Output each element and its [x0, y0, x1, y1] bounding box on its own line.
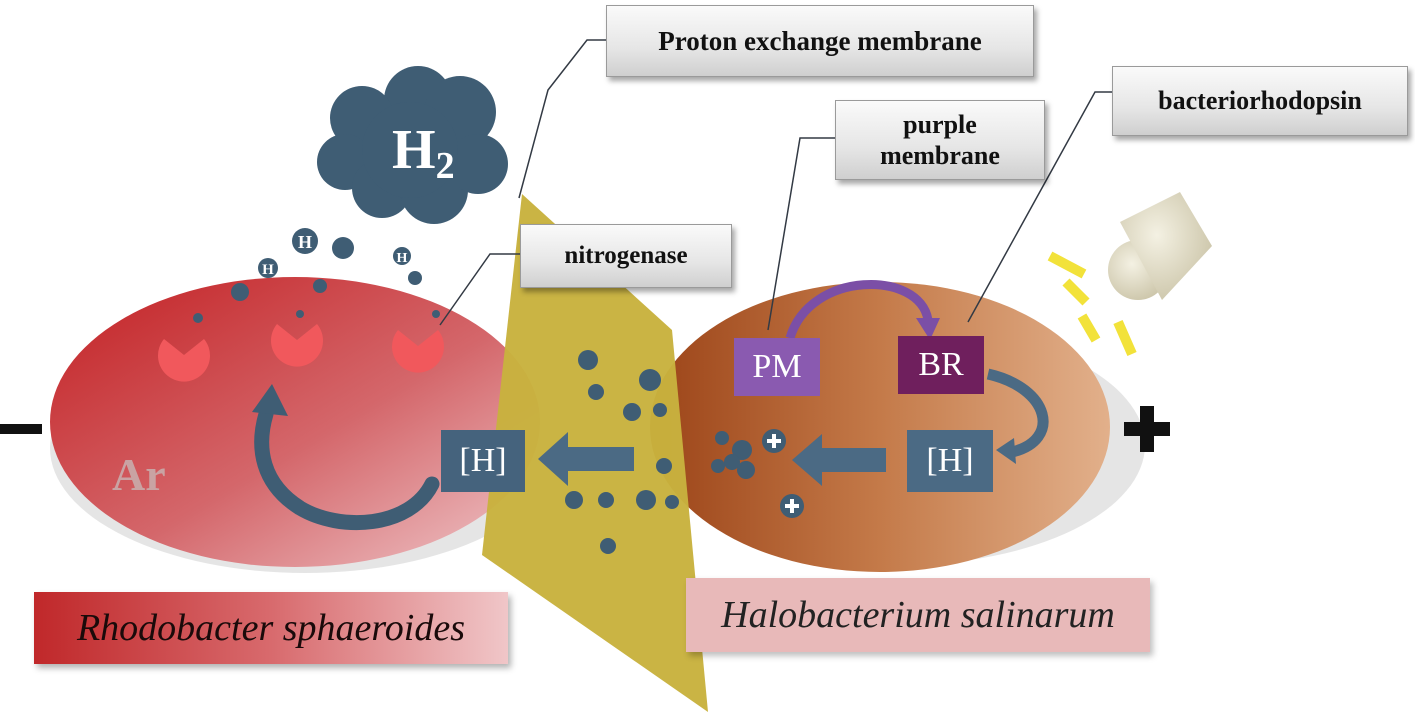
cycle-arrowhead-icon	[252, 384, 288, 416]
h2-letter: H	[392, 119, 436, 181]
reducing-equivalent-box-left: [H]	[441, 430, 525, 492]
bacteriorhodopsin-label: bacteriorhodopsin	[1112, 66, 1408, 136]
hydrogen-atom-label: H	[262, 262, 274, 278]
hydrogen-bubbles	[193, 237, 440, 323]
cycle-arrow-icon	[254, 406, 440, 531]
h2-subscript: 2	[435, 145, 455, 187]
br-to-h-arrowhead-icon	[996, 438, 1016, 464]
plus-sign-icon-vertical	[1140, 406, 1154, 452]
hydrogen-atom-icon: H	[258, 258, 278, 278]
purple-membrane-label: purple membrane	[835, 100, 1045, 180]
left-arrow-icon	[538, 432, 634, 486]
light-source-icon	[1108, 192, 1212, 300]
hydrogen-atom-icon: H	[393, 247, 411, 266]
minus-sign-icon	[0, 424, 42, 434]
br-to-h-arrow-icon	[986, 368, 1049, 458]
nitrogenase-enzyme-icon	[158, 339, 210, 382]
bacteriorhodopsin-leader-line	[967, 91, 1112, 323]
proton-plus-icon	[762, 429, 786, 453]
pem-leader-line	[518, 39, 606, 199]
nitrogenase-leader-line	[439, 253, 520, 326]
purple-membrane-leader-line	[767, 137, 835, 331]
pm-box: PM	[734, 338, 820, 396]
light-rays-icon	[1047, 251, 1137, 357]
br-box: BR	[898, 336, 984, 394]
hydrogen-atom-label: H	[397, 251, 408, 266]
nitrogenase-label: nitrogenase	[520, 224, 732, 288]
nitrogenase-enzyme-icon	[271, 324, 323, 367]
h2-cloud-icon	[317, 66, 508, 224]
reducing-equivalent-box-right: [H]	[907, 430, 993, 492]
rhodobacter-sphaeroides-label: Rhodobacter sphaeroides	[34, 592, 508, 664]
proton-dots	[565, 350, 755, 554]
right-arrow-icon	[792, 434, 886, 486]
proton-plus-icon	[780, 494, 804, 518]
nitrogenase-enzyme-icon	[392, 330, 444, 373]
pm-to-br-arrowhead-icon	[916, 318, 940, 340]
proton-exchange-membrane-label: Proton exchange membrane	[606, 5, 1034, 77]
ar-label: Ar	[112, 449, 166, 500]
rhodobacter-cell	[50, 277, 540, 567]
h2-label: H2	[392, 118, 455, 188]
halobacterium-salinarum-label: Halobacterium salinarum	[686, 578, 1150, 652]
pm-to-br-arrow-icon	[785, 280, 933, 340]
hydrogen-atom-icon: H	[292, 228, 318, 254]
hydrogen-atom-label: H	[298, 232, 312, 252]
